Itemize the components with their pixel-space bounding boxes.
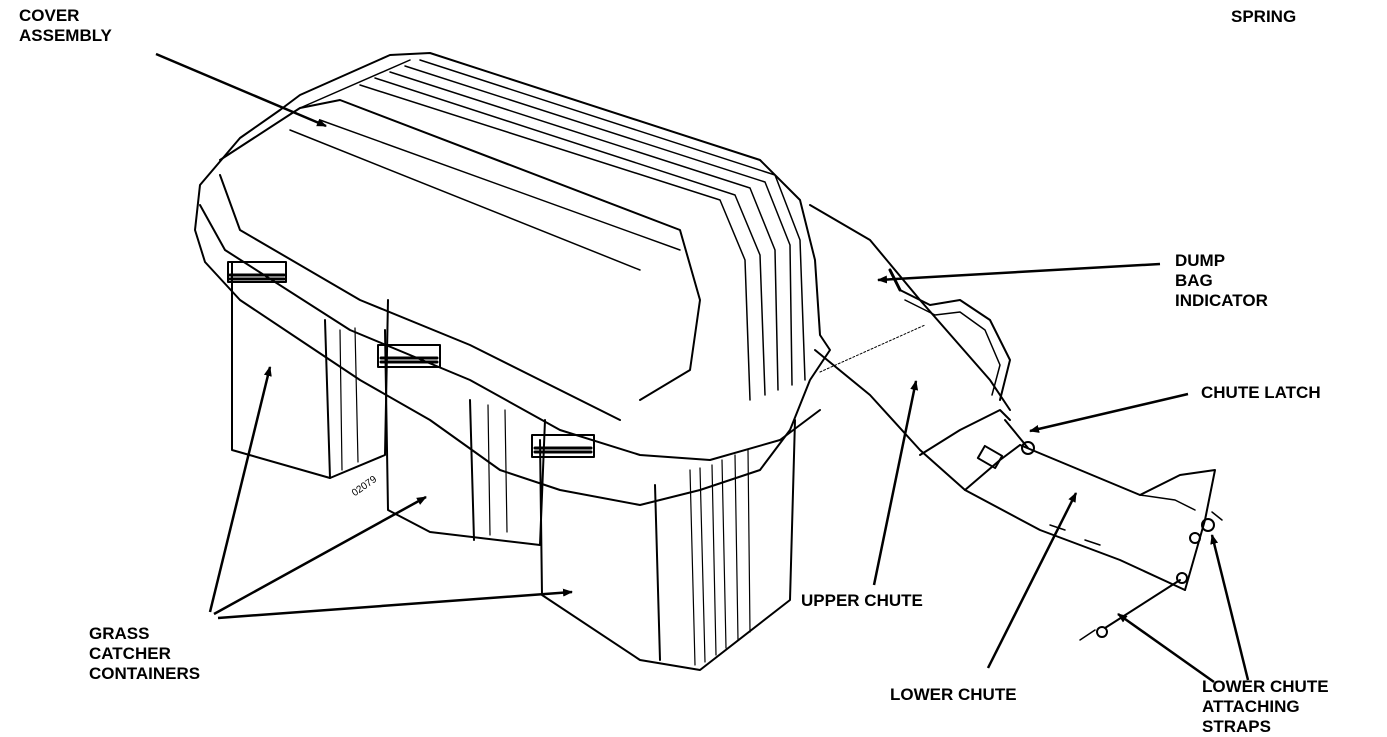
label-grass-catcher-line3: CONTAINERS — [89, 664, 201, 683]
label-dump-bag-indicator-line1: DUMP — [1175, 251, 1226, 270]
leader-upper-chute — [872, 380, 919, 586]
label-dump-bag-indicator-line3: INDICATOR — [1175, 291, 1268, 310]
label-grass-catcher-line1: GRASS — [89, 624, 150, 643]
container-middle — [377, 329, 546, 546]
label-spring: SPRING — [1231, 7, 1297, 26]
alignment-line — [819, 324, 926, 373]
label-lower-chute-attaching-straps: LOWER CHUTE ATTACHING STRAPS — [1202, 677, 1329, 737]
label-cover-assembly-line1: COVER — [19, 6, 80, 25]
label-dump-bag-indicator: DUMP BAG INDICATOR — [1175, 251, 1268, 311]
label-dump-bag-indicator-line2: BAG — [1175, 271, 1213, 290]
label-straps-line2: ATTACHING — [1202, 697, 1300, 716]
leader-chute-latch — [1029, 392, 1189, 433]
label-cover-assembly-line2: ASSEMBLY — [19, 26, 112, 45]
leader-grass-catcher-1 — [208, 366, 272, 613]
chute-shape — [809, 204, 1223, 641]
leader-lines — [155, 52, 1250, 684]
label-upper-chute: UPPER CHUTE — [801, 591, 923, 610]
label-straps-line3: STRAPS — [1202, 717, 1271, 736]
label-grass-catcher-containers: GRASS CATCHER CONTAINERS — [89, 624, 200, 684]
cover-assembly-shape — [194, 52, 831, 506]
leader-lower-chute — [986, 492, 1078, 669]
leader-cover-assembly — [155, 52, 327, 128]
label-lower-chute: LOWER CHUTE — [890, 685, 1017, 704]
leader-dump-bag-indicator — [877, 262, 1161, 284]
label-cover-assembly: COVER ASSEMBLY — [19, 6, 112, 46]
leader-grass-catcher-3 — [217, 588, 573, 620]
label-grass-catcher-line2: CATCHER — [89, 644, 171, 663]
label-chute-latch: CHUTE LATCH — [1201, 383, 1321, 402]
leader-grass-catcher-2 — [213, 495, 427, 616]
leader-straps-2 — [1117, 612, 1215, 684]
container-right — [531, 419, 796, 671]
label-straps-line1: LOWER CHUTE — [1202, 677, 1329, 696]
leader-straps-1 — [1210, 534, 1250, 681]
